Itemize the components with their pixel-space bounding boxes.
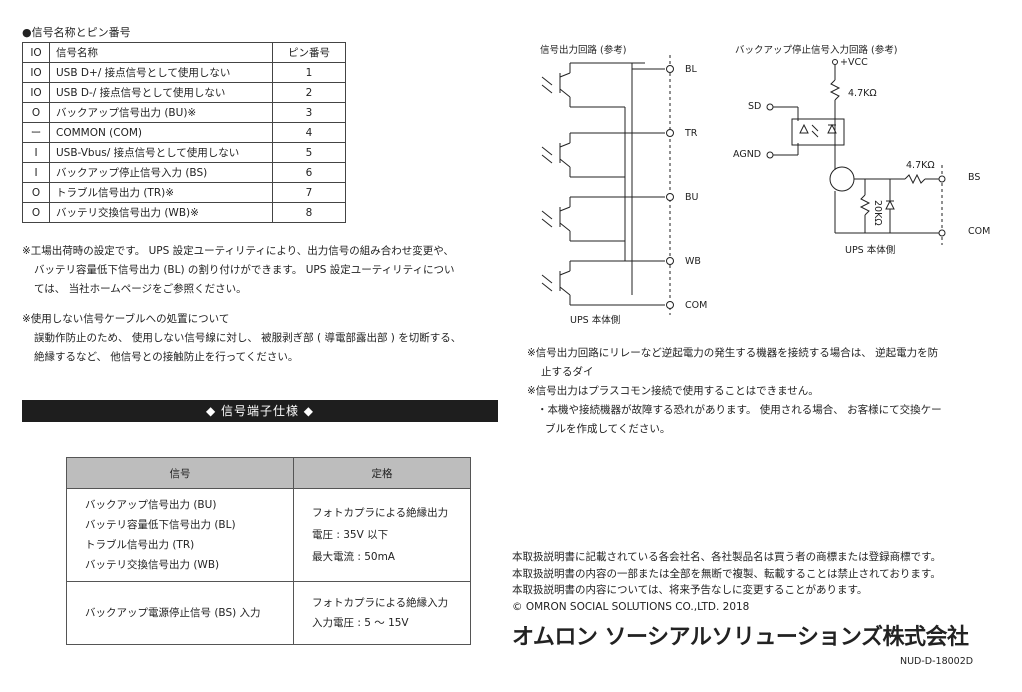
output-circuit-diagram xyxy=(541,55,674,315)
pin-io: O xyxy=(22,102,50,123)
spec-table-header: 信号 定格 xyxy=(66,457,471,489)
pin-number: 3 xyxy=(272,102,346,123)
pin-number: 7 xyxy=(272,182,346,203)
unused-cable-note: ※使用しない信号ケーブルへの処置について 誤動作防止のため、 使用しない信号線に… xyxy=(22,310,502,367)
spec-input-ratings: フォトカプラによる絶縁入力 入力電圧 : 5 〜 15V xyxy=(293,581,471,645)
legal-line: 本取扱説明書に記載されている各会社名、各社製品名は買う者の商標または登録商標です… xyxy=(512,551,942,563)
note-line: ※信号出力回路にリレーなど逆起電力の発生する機器を接続する場合は、 逆起電力を防 xyxy=(527,347,939,359)
table-row: バックアップ信号出力 (BU) バッテリ容量低下信号出力 (BL) トラブル信号… xyxy=(66,488,471,582)
note-line: 止するダイ xyxy=(541,366,594,378)
terminal-wb: WB xyxy=(685,256,701,267)
pin-signal-name: COMMON (COM) xyxy=(49,122,273,143)
spec-signal: バッテリ交換信号出力 (WB) xyxy=(85,559,220,571)
note-line: 誤動作防止のため、 使用しない信号線に対し、 被服剥ぎ部 ( 導電部露出部 ) … xyxy=(34,332,462,344)
spec-rating: 電圧 : 35V 以下 xyxy=(312,529,389,541)
pin-number: 4 xyxy=(272,122,346,143)
pin-io: I xyxy=(22,142,50,163)
spec-signal: トラブル信号出力 (TR) xyxy=(85,539,195,551)
input-sd-label: SD xyxy=(748,101,762,112)
factory-setting-note: ※工場出荷時の設定です。 UPS 設定ユーティリティにより、出力信号の組み合わせ… xyxy=(22,242,502,299)
spec-rating: フォトカプラによる絶縁出力 xyxy=(312,507,449,519)
pin-header-name: 信号名称 xyxy=(49,42,273,63)
note-line: ・本機や接続機器が故障する恐れがあります。 使用される場合、 お客様にて交換ケー xyxy=(537,404,942,416)
note-line: 絶縁するなど、 他信号との接触防止を行ってください。 xyxy=(34,351,299,363)
spec-signal: バックアップ信号出力 (BU) xyxy=(85,499,217,511)
input-r3-label: 20KΩ xyxy=(872,200,883,226)
legal-line: 本取扱説明書の内容については、将来予告なしに変更することがあります。 xyxy=(512,584,868,596)
pin-signal-name: バッテリ交換信号出力 (WB)※ xyxy=(49,202,273,223)
note-line: ※信号出力はプラスコモン接続で使用することはできません。 xyxy=(527,385,819,397)
pin-io: IO xyxy=(22,62,50,83)
spec-header-signal: 信号 xyxy=(66,457,294,489)
note-line: ては、 当社ホームページをご参照ください。 xyxy=(34,283,247,295)
company-name: オムロン ソーシアルソリューションズ株式会社 xyxy=(512,625,969,650)
pin-header-number: ピン番号 xyxy=(272,42,346,63)
input-com-label: COM xyxy=(968,226,991,237)
note-line: ※使用しない信号ケーブルへの処置について xyxy=(22,313,230,325)
terminal-tr: TR xyxy=(685,128,698,139)
pin-number: 8 xyxy=(272,202,346,223)
input-circuit-title: バックアップ停止信号入力回路 (参考) xyxy=(735,45,898,56)
pin-io: O xyxy=(22,202,50,223)
copyright: © OMRON SOCIAL SOLUTIONS CO.,LTD. 2018 xyxy=(512,600,750,613)
output-circuit-title: 信号出力回路 (参考) xyxy=(540,45,627,56)
input-vcc-label: +VCC xyxy=(840,57,868,68)
right-notes: ※信号出力回路にリレーなど逆起電力の発生する機器を接続する場合は、 逆起電力を防… xyxy=(527,344,1007,439)
transistor-1 xyxy=(559,63,625,108)
pin-number: 5 xyxy=(272,142,346,163)
pin-signal-name: USB D+/ 接点信号として使用しない xyxy=(49,62,273,83)
input-circuit-footer: UPS 本体側 xyxy=(845,245,896,256)
document-number: NUD-D-18002D xyxy=(900,656,974,667)
legal-notice: 本取扱説明書に記載されている各会社名、各社製品名は買う者の商標または登録商標です… xyxy=(512,549,1017,615)
note-line: ブルを作成してください。 xyxy=(545,423,671,435)
input-r1-label: 4.7KΩ xyxy=(848,88,877,99)
input-bs-label: BS xyxy=(968,172,981,183)
spec-table: 信号 定格 バックアップ信号出力 (BU) バッテリ容量低下信号出力 (BL) … xyxy=(66,457,471,645)
spec-input-signal: バックアップ電源停止信号 (BS) 入力 xyxy=(66,581,294,645)
pin-io: I xyxy=(22,162,50,183)
pin-header-io: IO xyxy=(22,42,50,63)
pin-signal-name: トラブル信号出力 (TR)※ xyxy=(49,182,273,203)
spec-rating: 最大電流 : 50mA xyxy=(312,551,395,563)
pin-number: 6 xyxy=(272,162,346,183)
pin-number: 2 xyxy=(272,82,346,103)
pin-io: ー xyxy=(22,122,50,143)
pin-number: 1 xyxy=(272,62,346,83)
spec-signal: バッテリ容量低下信号出力 (BL) xyxy=(85,519,236,531)
table-row: バックアップ電源停止信号 (BS) 入力 フォトカプラによる絶縁入力 入力電圧 … xyxy=(66,581,471,645)
pin-signal-name: バックアップ信号出力 (BU)※ xyxy=(49,102,273,123)
note-line: ※工場出荷時の設定です。 UPS 設定ユーティリティにより、出力信号の組み合わせ… xyxy=(22,245,454,257)
terminal-com: COM xyxy=(685,300,708,311)
terminal-bu: BU xyxy=(685,192,699,203)
input-r2-label: 4.7KΩ xyxy=(906,160,935,171)
spec-output-signals: バックアップ信号出力 (BU) バッテリ容量低下信号出力 (BL) トラブル信号… xyxy=(66,488,294,582)
pin-section-title: ●信号名称とピン番号 xyxy=(22,26,131,39)
spec-header-rating: 定格 xyxy=(293,457,471,489)
input-circuit-diagram xyxy=(766,59,946,245)
output-circuit-footer: UPS 本体側 xyxy=(570,315,621,326)
pin-table-header: IO 信号名称 ピン番号 xyxy=(22,42,346,63)
legal-line: 本取扱説明書の内容の一部または全部を無断で複製、転載することは禁止されております… xyxy=(512,567,941,580)
terminal-bl: BL xyxy=(685,64,697,75)
pin-signal-name: バックアップ停止信号入力 (BS) xyxy=(49,162,273,183)
spec-rating: フォトカプラによる絶縁入力 xyxy=(312,597,449,609)
pin-signal-name: USB D-/ 接点信号として使用しない xyxy=(49,82,273,103)
spec-section-title: ◆ 信号端子仕様 ◆ xyxy=(22,400,498,422)
pin-io: IO xyxy=(22,82,50,103)
pin-io: O xyxy=(22,182,50,203)
pin-signal-name: USB-Vbus/ 接点信号として使用しない xyxy=(49,142,273,163)
note-line: バッテリ容量低下信号出力 (BL) の割り付けができます。 UPS 設定ユーティ… xyxy=(34,264,455,276)
spec-rating: 入力電圧 : 5 〜 15V xyxy=(312,617,409,629)
spec-output-ratings: フォトカプラによる絶縁出力 電圧 : 35V 以下 最大電流 : 50mA xyxy=(293,488,471,582)
input-agnd-label: AGND xyxy=(733,149,762,160)
